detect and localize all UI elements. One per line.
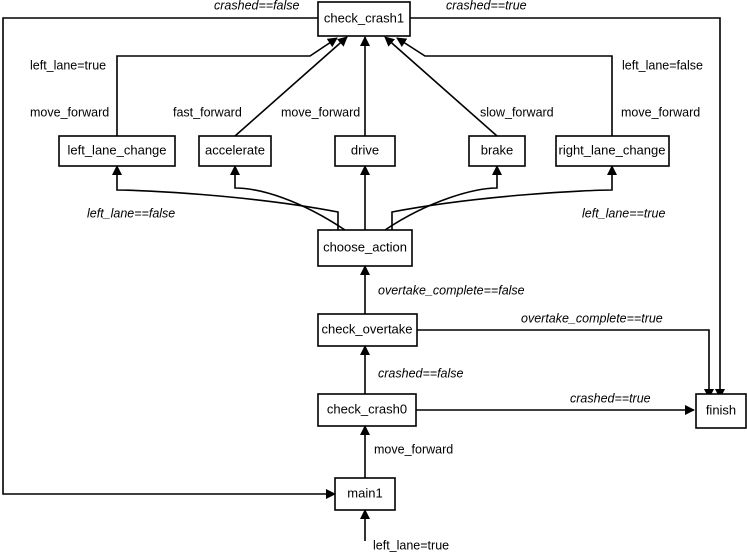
edge-brake-to-crash1 [384,36,498,137]
edge-choose-to-brake [384,165,502,231]
edge-label-left-lane-eq-false: left_lane==false [87,206,175,220]
node-box-drive [334,135,396,167]
edge-check-crash1-to-main1 [2,17,336,499]
edge-overtake-to-finish [417,329,714,399]
edge-left-lane-change-to-crash1 [116,37,338,136]
edge-label-crashed-true-mid: crashed==true [570,391,651,405]
edge-label-move-forward-drive: move_forward [281,105,360,119]
node-check-overtake: check_overtake [321,321,412,336]
edge-choose-to-left-lane-change [112,165,339,230]
node-box-choose-action [317,229,413,267]
edge-label-fast-forward: fast_forward [173,105,242,119]
edge-check-crash1-to-finish [410,17,725,399]
node-main1: main1 [347,485,382,500]
node-brake: brake [481,142,514,157]
node-box-main1 [334,477,396,511]
edge-label-left-lane-true-left: left_lane=true [30,58,106,72]
node-box-brake [468,135,526,167]
edge-label-left-lane-true-entry: left_lane=true [373,538,449,552]
node-box-left-lane-change [58,135,176,167]
edge-label-overtake-false: overtake_complete==false [378,283,525,297]
edge-label-left-lane-eq-true: left_lane==true [582,206,665,220]
node-box-check-crash0 [317,393,417,427]
node-check-crash1: check_crash1 [324,10,404,25]
edge-choose-to-accelerate [230,165,346,231]
node-right-lane-change: right_lane_change [559,142,666,157]
edge-label-slow-forward: slow_forward [480,105,554,119]
node-box-accelerate [198,135,272,167]
node-box-finish [695,393,747,429]
edge-choose-to-right-lane-change [391,165,617,230]
edge-label-overtake-true: overtake_complete==true [521,311,663,325]
edge-label-crashed-true-top: crashed==true [446,0,527,12]
edge-right-lane-change-to-crash1 [396,37,613,136]
node-check-crash0: check_crash0 [327,401,407,416]
edge-label-move-forward-right: move_forward [621,105,700,119]
node-finish: finish [706,402,736,417]
node-drive: drive [351,142,379,157]
edge-label-move-forward-main: move_forward [374,442,453,456]
node-choose-action: choose_action [323,239,407,254]
edge-label-crashed-false-top: crashed==false [214,0,300,12]
edge-label-move-forward-left: move_forward [30,105,109,119]
node-box-right-lane-change [555,135,670,167]
edge-accelerate-to-crash1 [234,36,348,137]
edge-label-left-lane-false-right: left_lane=false [622,58,703,72]
node-box-check-crash1 [317,1,411,37]
node-accelerate: accelerate [205,142,265,157]
node-left-lane-change: left_lane_change [67,142,166,157]
node-box-check-overtake [317,313,418,347]
edge-label-crashed-false-mid: crashed==false [378,366,464,380]
